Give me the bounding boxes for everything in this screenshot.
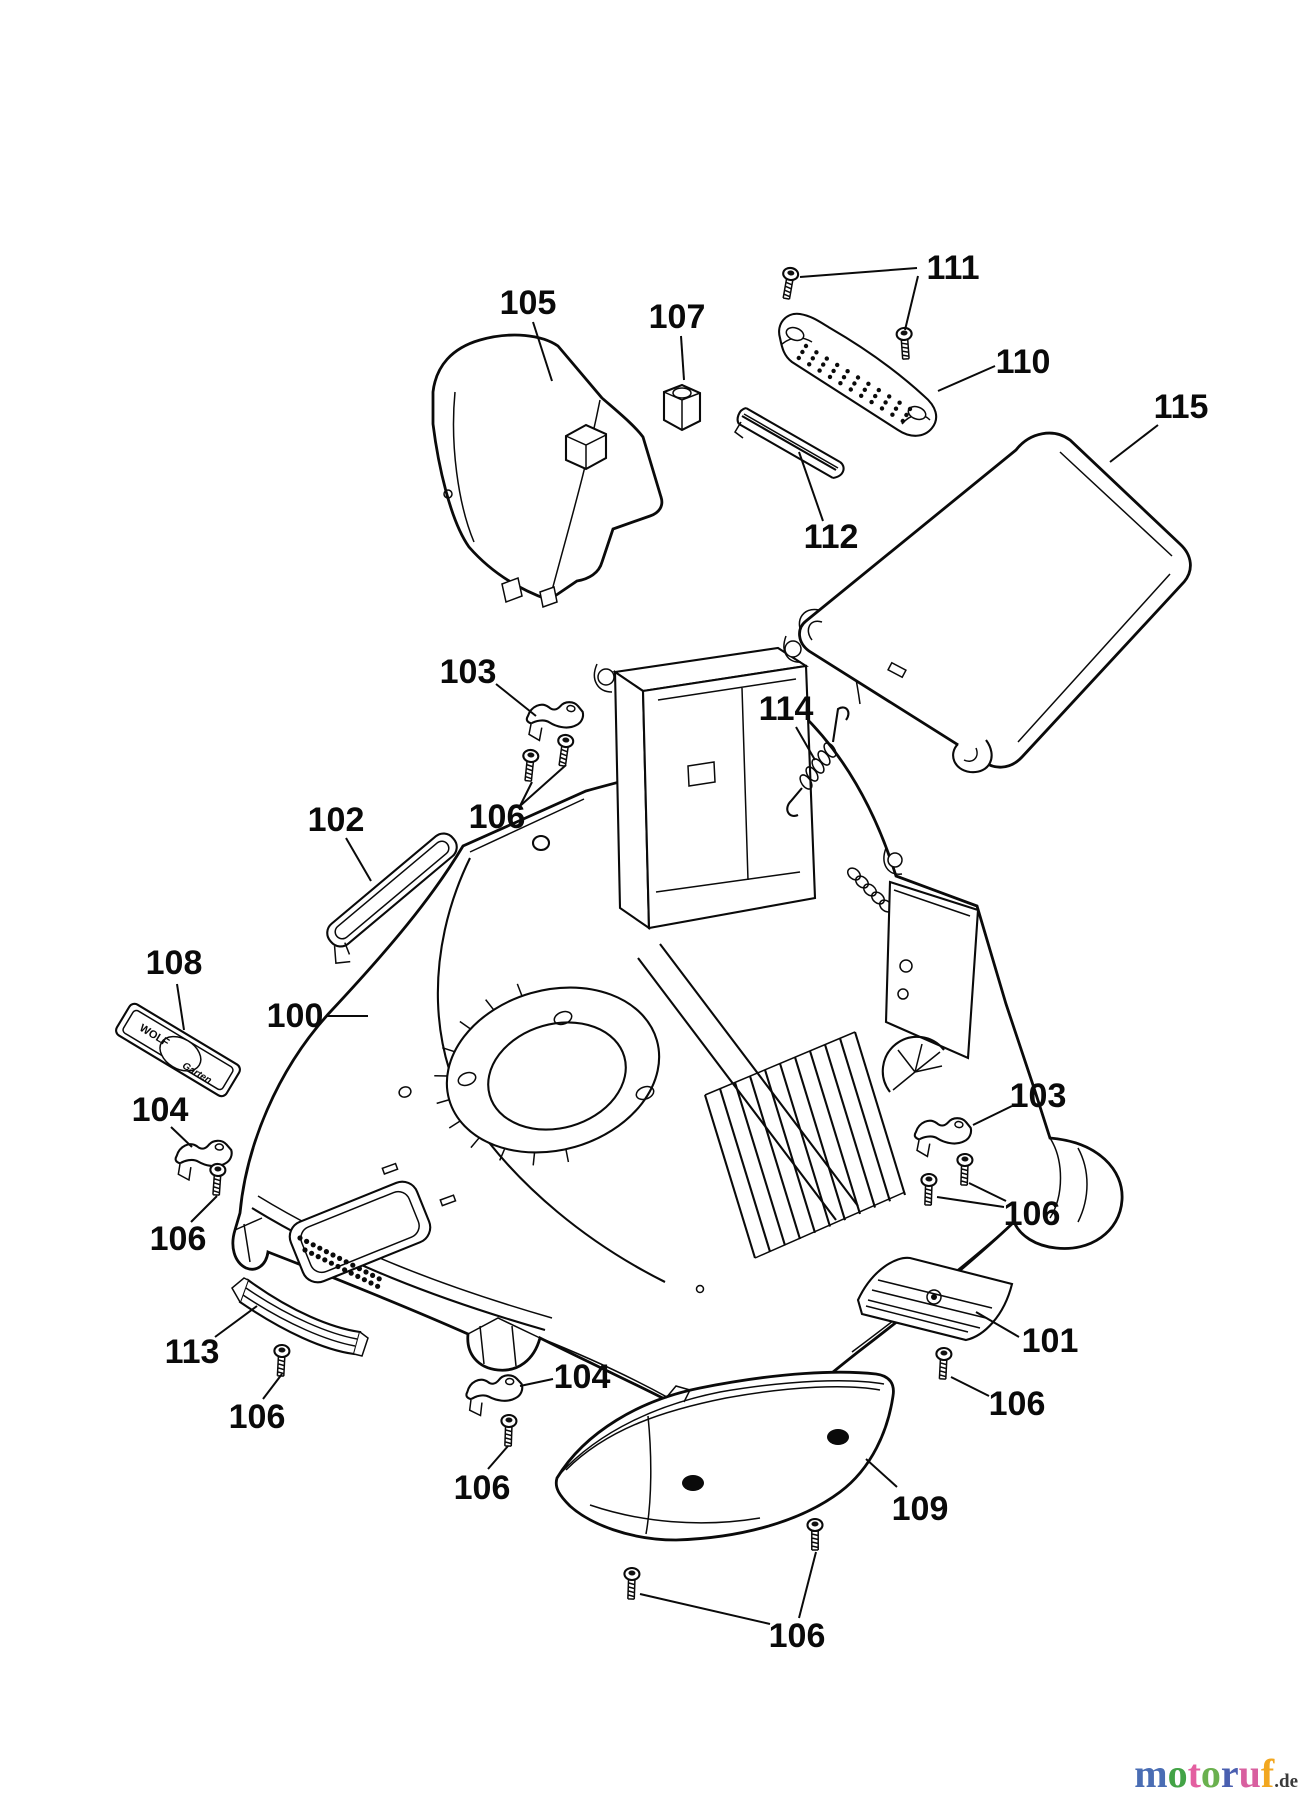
- part-113-bumper-strip: [231, 1277, 369, 1357]
- callout-leader-106-21: [968, 1182, 1007, 1202]
- part-110-grille-bar: [778, 312, 938, 437]
- callout-label-104-12: 104: [132, 1091, 189, 1129]
- part-108-brand-badge: WOLF Garten: [115, 1002, 241, 1098]
- callout-label-108-10: 108: [146, 944, 203, 982]
- callout-layer: 105 107 111 110 115 112 103 106 102 114 108 100 104 1…: [132, 249, 1209, 1655]
- logo-letter-u: u: [1238, 1751, 1261, 1796]
- callout-leader-106-15: [262, 1373, 283, 1400]
- callout-label-104-16: 104: [554, 1358, 611, 1396]
- callout-leader-110-3: [937, 365, 996, 392]
- callout-label-114-9: 114: [759, 690, 814, 728]
- callout-label-103-6: 103: [440, 653, 497, 691]
- callout-label-106-13: 106: [150, 1220, 207, 1258]
- callout-label-100-11: 100: [267, 997, 324, 1035]
- callout-leader-106-21: [936, 1196, 1005, 1208]
- screw-106-e: [499, 1413, 518, 1448]
- callout-label-111-2: 111: [927, 249, 980, 287]
- screw-111-b: [895, 326, 915, 361]
- part-105-engine-cover: [431, 333, 664, 608]
- callout-label-102-8: 102: [308, 801, 365, 839]
- callout-leader-107-1: [680, 335, 685, 381]
- callout-label-106-19: 106: [769, 1617, 826, 1655]
- part-109-lower-shell: [554, 1370, 895, 1542]
- part-114-tension-spring: [786, 706, 850, 817]
- screw-106-c: [207, 1162, 227, 1197]
- callout-label-106-21: 106: [1004, 1195, 1061, 1233]
- motoruf-logo-letters: motoruf: [1134, 1751, 1274, 1796]
- callout-label-106-17: 106: [454, 1469, 511, 1507]
- callout-label-110-3: 110: [996, 343, 1051, 381]
- part-102-cover-strip: [326, 832, 458, 965]
- logo-letter-r: r: [1220, 1751, 1239, 1796]
- logo-letter-m: m: [1134, 1751, 1168, 1796]
- callout-label-103-20: 103: [1010, 1077, 1067, 1115]
- logo-letter-o: o: [1200, 1751, 1221, 1796]
- logo-letter-o: o: [1167, 1751, 1188, 1796]
- callout-leader-115-4: [1109, 424, 1159, 463]
- callout-leader-114-9: [795, 726, 816, 761]
- screw-106-a: [519, 748, 540, 783]
- part-115-rear-flap: [798, 431, 1192, 774]
- part-104-clamp-middle: [464, 1372, 524, 1419]
- part-107-bushing: [662, 383, 702, 432]
- callout-label-107-1: 107: [649, 298, 706, 336]
- callout-leader-106-23: [950, 1376, 990, 1397]
- callout-leader-106-17: [487, 1445, 509, 1470]
- callout-label-105-0: 105: [500, 284, 557, 322]
- logo-letter-f: f: [1260, 1751, 1275, 1796]
- screw-106-j: [806, 1517, 824, 1552]
- screw-106-d: [272, 1343, 291, 1378]
- part-101-deflector-plate: [856, 1256, 1014, 1342]
- screw-111-a: [777, 265, 801, 301]
- callout-leader-111-2: [799, 267, 918, 278]
- logo-letter-t: t: [1187, 1751, 1201, 1796]
- callout-label-106-15: 106: [229, 1398, 286, 1436]
- callout-leader-108-10: [176, 983, 185, 1031]
- callout-leader-109-18: [865, 1458, 898, 1488]
- part-103-clamp-left: [523, 696, 586, 746]
- screw-106-i: [622, 1566, 641, 1601]
- callout-leader-103-20: [972, 1105, 1013, 1126]
- screw-106-b: [553, 732, 576, 768]
- callout-leader-101-22: [975, 1311, 1020, 1338]
- callout-leader-106-7: [519, 781, 533, 807]
- callout-label-113-14: 113: [165, 1333, 220, 1371]
- callout-leader-106-19: [798, 1551, 817, 1619]
- callout-leader-104-12: [170, 1126, 193, 1148]
- callout-leader-111-2: [904, 275, 919, 331]
- callout-leader-106-7: [519, 764, 567, 807]
- callout-leader-112-5: [798, 451, 824, 522]
- callout-leader-102-8: [345, 837, 372, 882]
- callout-label-115-4: 115: [1154, 388, 1209, 426]
- callout-label-106-7: 106: [469, 798, 526, 836]
- callout-label-109-18: 109: [892, 1490, 949, 1528]
- motoruf-logo-suffix: .de: [1274, 1771, 1298, 1792]
- motoruf-logo: motoruf.de: [1134, 1754, 1298, 1794]
- part-104-clamp-left: [173, 1136, 234, 1184]
- callout-leader-103-6: [495, 683, 537, 717]
- callout-leader-105-0: [532, 321, 553, 382]
- part-112-strip: [734, 406, 845, 480]
- callout-label-106-23: 106: [989, 1385, 1046, 1423]
- callout-leader-113-14: [214, 1305, 258, 1338]
- callout-label-101-22: 101: [1022, 1322, 1079, 1360]
- callout-leader-104-16: [519, 1378, 554, 1387]
- callout-leader-106-13: [190, 1195, 218, 1223]
- screw-106-h: [934, 1346, 953, 1381]
- callout-label-112-5: 112: [804, 518, 859, 556]
- callout-leader-106-19: [639, 1593, 771, 1625]
